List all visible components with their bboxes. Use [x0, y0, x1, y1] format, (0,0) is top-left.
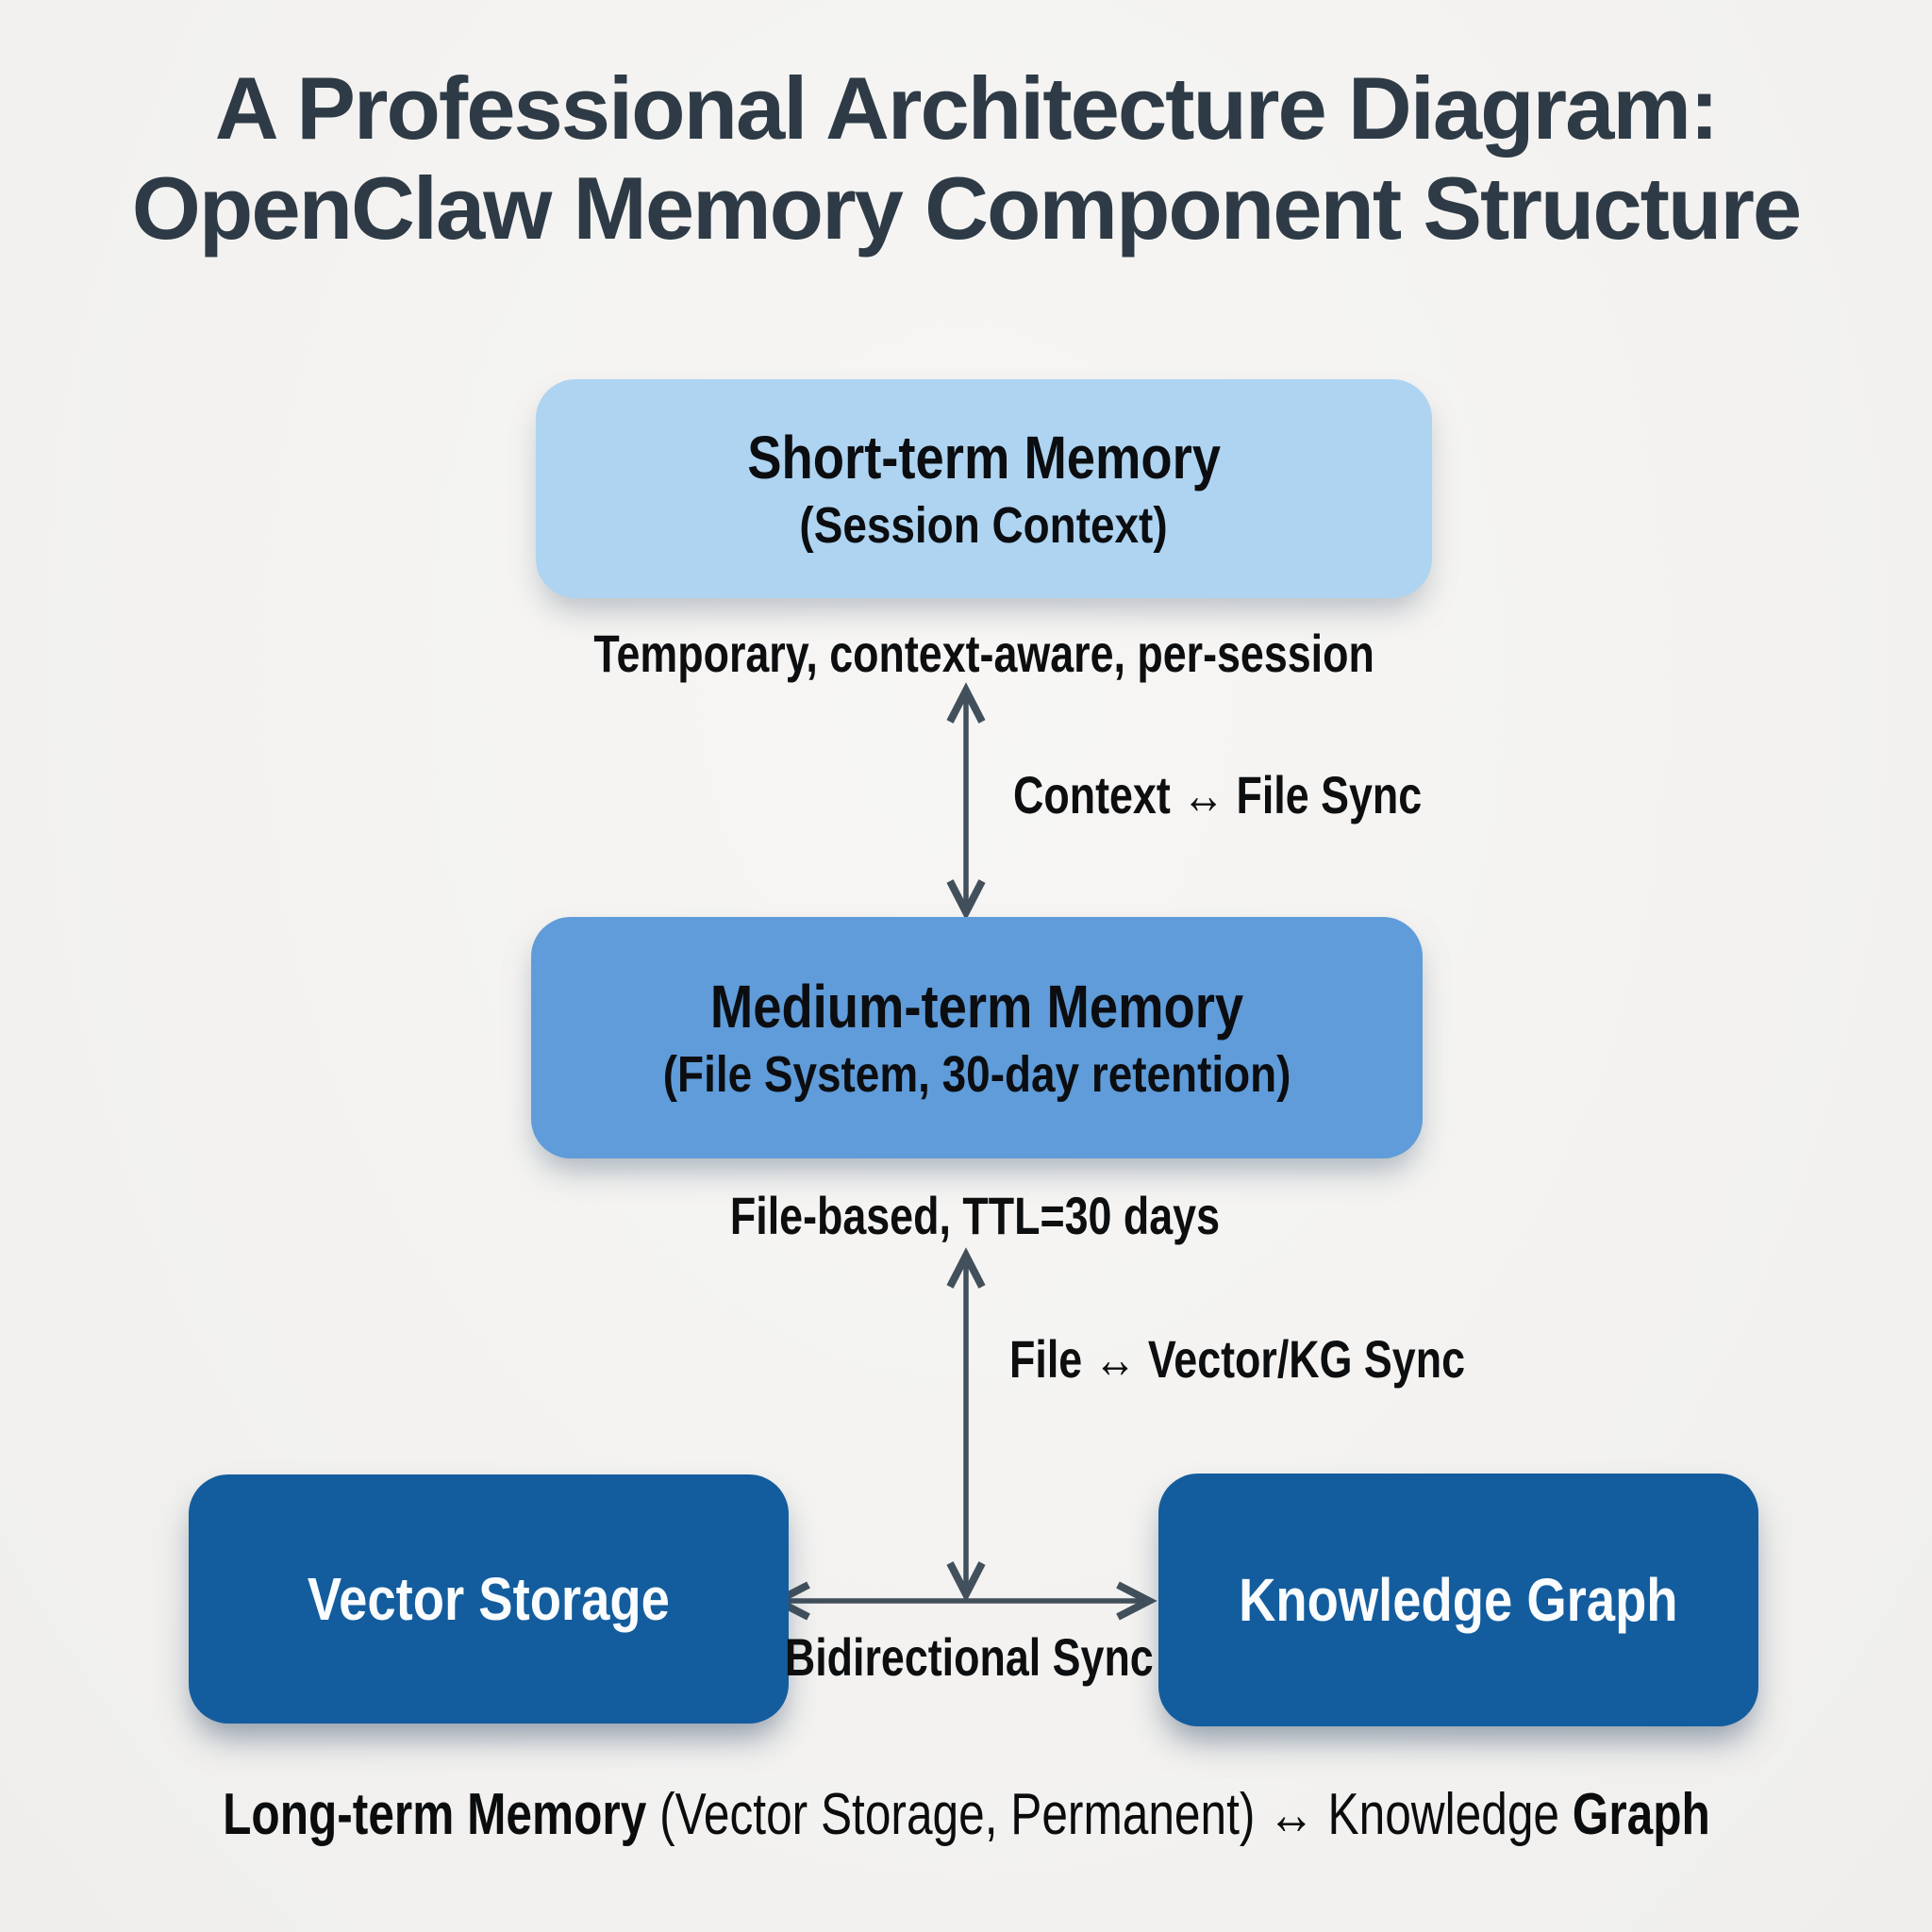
- short-term-memory-node: Short-term Memory (Session Context): [536, 379, 1432, 598]
- knowledge-graph-node: Knowledge Graph: [1158, 1474, 1758, 1726]
- footer-middle: (Vector Storage, Permanent) ↔ Knowledge: [645, 1782, 1573, 1847]
- short-term-memory-subtitle: (Session Context): [799, 497, 1169, 554]
- bidirectional-sync-label-text: Bidirectional Sync: [784, 1627, 1154, 1687]
- long-term-memory-caption-text: Long-term Memory (Vector Storage, Perman…: [223, 1781, 1710, 1849]
- file-vector-kg-sync-label-text: File ↔ Vector/KG Sync: [1009, 1329, 1465, 1389]
- medium-term-memory-node: Medium-term Memory (File System, 30-day …: [531, 917, 1423, 1158]
- title-line-1: A Professional Architecture Diagram:: [214, 58, 1720, 158]
- file-vector-kg-sync-label: File ↔ Vector/KG Sync: [1009, 1328, 1579, 1390]
- medium-term-memory-title: Medium-term Memory: [709, 973, 1244, 1041]
- medium-term-memory-subtitle: (File System, 30-day retention): [662, 1046, 1291, 1103]
- footer-bold-tail: Graph: [1572, 1782, 1710, 1847]
- page-title: A Professional Architecture Diagram: Ope…: [0, 58, 1932, 258]
- context-file-sync-label: Context ↔ File Sync: [1013, 764, 1524, 825]
- bidirectional-sync-label: Bidirectional Sync: [655, 1626, 1283, 1688]
- context-file-sync-arrow: [946, 682, 986, 921]
- long-term-memory-caption: Long-term Memory (Vector Storage, Perman…: [0, 1781, 1932, 1849]
- context-file-sync-label-text: Context ↔ File Sync: [1013, 765, 1423, 824]
- medium-term-memory-caption: File-based, TTL=30 days: [377, 1185, 1572, 1246]
- vector-storage-node: Vector Storage: [189, 1474, 789, 1724]
- title-line-2: OpenClaw Memory Component Structure: [131, 158, 1802, 258]
- short-term-memory-caption-text: Temporary, context-aware, per-session: [593, 624, 1374, 683]
- file-vector-kg-sync-arrow: [946, 1247, 986, 1603]
- short-term-memory-caption: Temporary, context-aware, per-session: [377, 623, 1591, 684]
- vector-storage-title: Vector Storage: [308, 1565, 670, 1633]
- medium-term-memory-caption-text: File-based, TTL=30 days: [729, 1186, 1220, 1245]
- short-term-memory-title: Short-term Memory: [747, 424, 1221, 491]
- footer-bold-lead: Long-term Memory: [222, 1782, 646, 1847]
- knowledge-graph-title: Knowledge Graph: [1239, 1566, 1678, 1634]
